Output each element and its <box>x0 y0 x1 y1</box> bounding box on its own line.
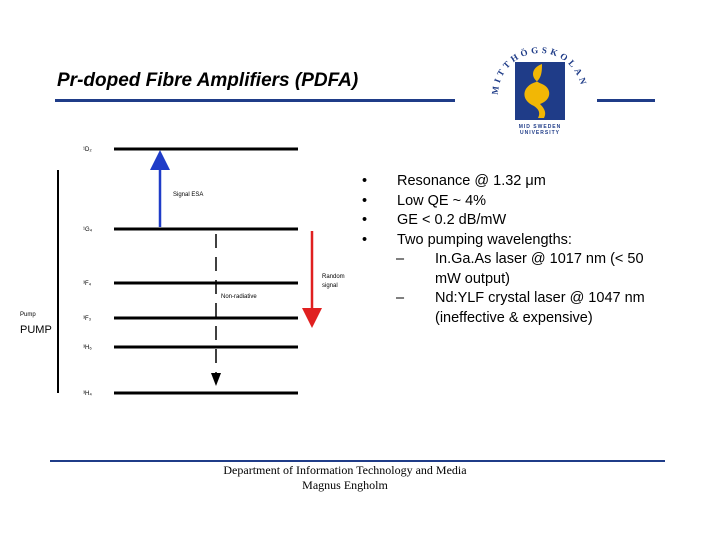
level-label-4: ³F₃ <box>83 316 92 322</box>
level-label-5: ³H₆ <box>83 345 92 351</box>
bullet-text: Low QE ~ 4% <box>397 192 487 209</box>
bullet-text: Resonance @ 1.32 μm <box>397 173 546 189</box>
footer-department: Department of Information Technology and… <box>223 463 467 477</box>
logo-emblem <box>524 64 550 118</box>
title-rule-left <box>55 99 455 102</box>
signal-esa-label: Signal ESA <box>173 192 203 198</box>
logo-subtitle: MID SWEDEN UNIVERSITY <box>518 124 562 136</box>
bullet-marker: • <box>362 212 368 228</box>
footer: Department of Information Technology and… <box>0 463 690 493</box>
bullet-text: Two pumping wavelengths: <box>397 231 572 248</box>
bullet-item: • Two pumping wavelengths: <box>362 231 682 251</box>
sub-bullet-marker: – <box>396 290 405 306</box>
bullet-marker: • <box>362 192 368 209</box>
random-signal-label-1: Random <box>322 274 345 280</box>
pump-label: PUMP <box>20 324 52 336</box>
energy-level-diagram: ¹D₂ ¹G₄ ³F₄ ³F₃ ³H₆ ³H₄ Pump PUMP Signal… <box>20 147 345 397</box>
sub-bullet-text-line1: In.Ga.As laser @ 1017 nm (< 50 <box>435 251 644 267</box>
random-signal-label-2: signal <box>322 283 338 289</box>
level-label-2: ¹G₄ <box>83 227 93 233</box>
sub-bullet-item: – In.Ga.As laser @ 1017 nm (< 50 mW outp… <box>362 250 682 289</box>
title-rule-right <box>597 99 655 102</box>
pump-small-label: Pump <box>20 312 36 318</box>
level-label-6: ³H₄ <box>83 391 92 397</box>
nonradiative-label: Non-radiative <box>221 294 257 300</box>
sub-bullet-text-line2: (ineffective & expensive) <box>435 309 593 326</box>
bullet-item: • GE < 0.2 dB/mW <box>362 211 682 231</box>
bullet-item: • Resonance @ 1.32 μm <box>362 172 682 192</box>
footer-author: Magnus Engholm <box>302 478 388 492</box>
level-label-1: ¹D₂ <box>83 147 92 153</box>
university-logo: MITTHÖGSKOLAN <box>490 45 586 120</box>
bullet-list: • Resonance @ 1.32 μm • Low QE ~ 4% • GE… <box>362 172 682 328</box>
footer-rule <box>50 460 665 462</box>
bullet-text: GE < 0.2 dB/mW <box>397 212 507 228</box>
bullet-marker: • <box>362 173 368 189</box>
nonradiative-arrowhead <box>211 373 221 386</box>
sub-bullet-text-line1: Nd:YLF crystal laser @ 1047 nm <box>435 290 645 306</box>
sub-bullet-item: – Nd:YLF crystal laser @ 1047 nm (ineffe… <box>362 289 682 328</box>
bullet-marker: • <box>362 231 368 248</box>
bullet-item: • Low QE ~ 4% <box>362 192 682 212</box>
sub-bullet-text-line2: mW output) <box>435 270 510 287</box>
level-label-3: ³F₄ <box>83 281 92 287</box>
sub-bullet-marker: – <box>396 251 405 267</box>
slide-title: Pr-doped Fibre Amplifiers (PDFA) <box>57 70 359 91</box>
